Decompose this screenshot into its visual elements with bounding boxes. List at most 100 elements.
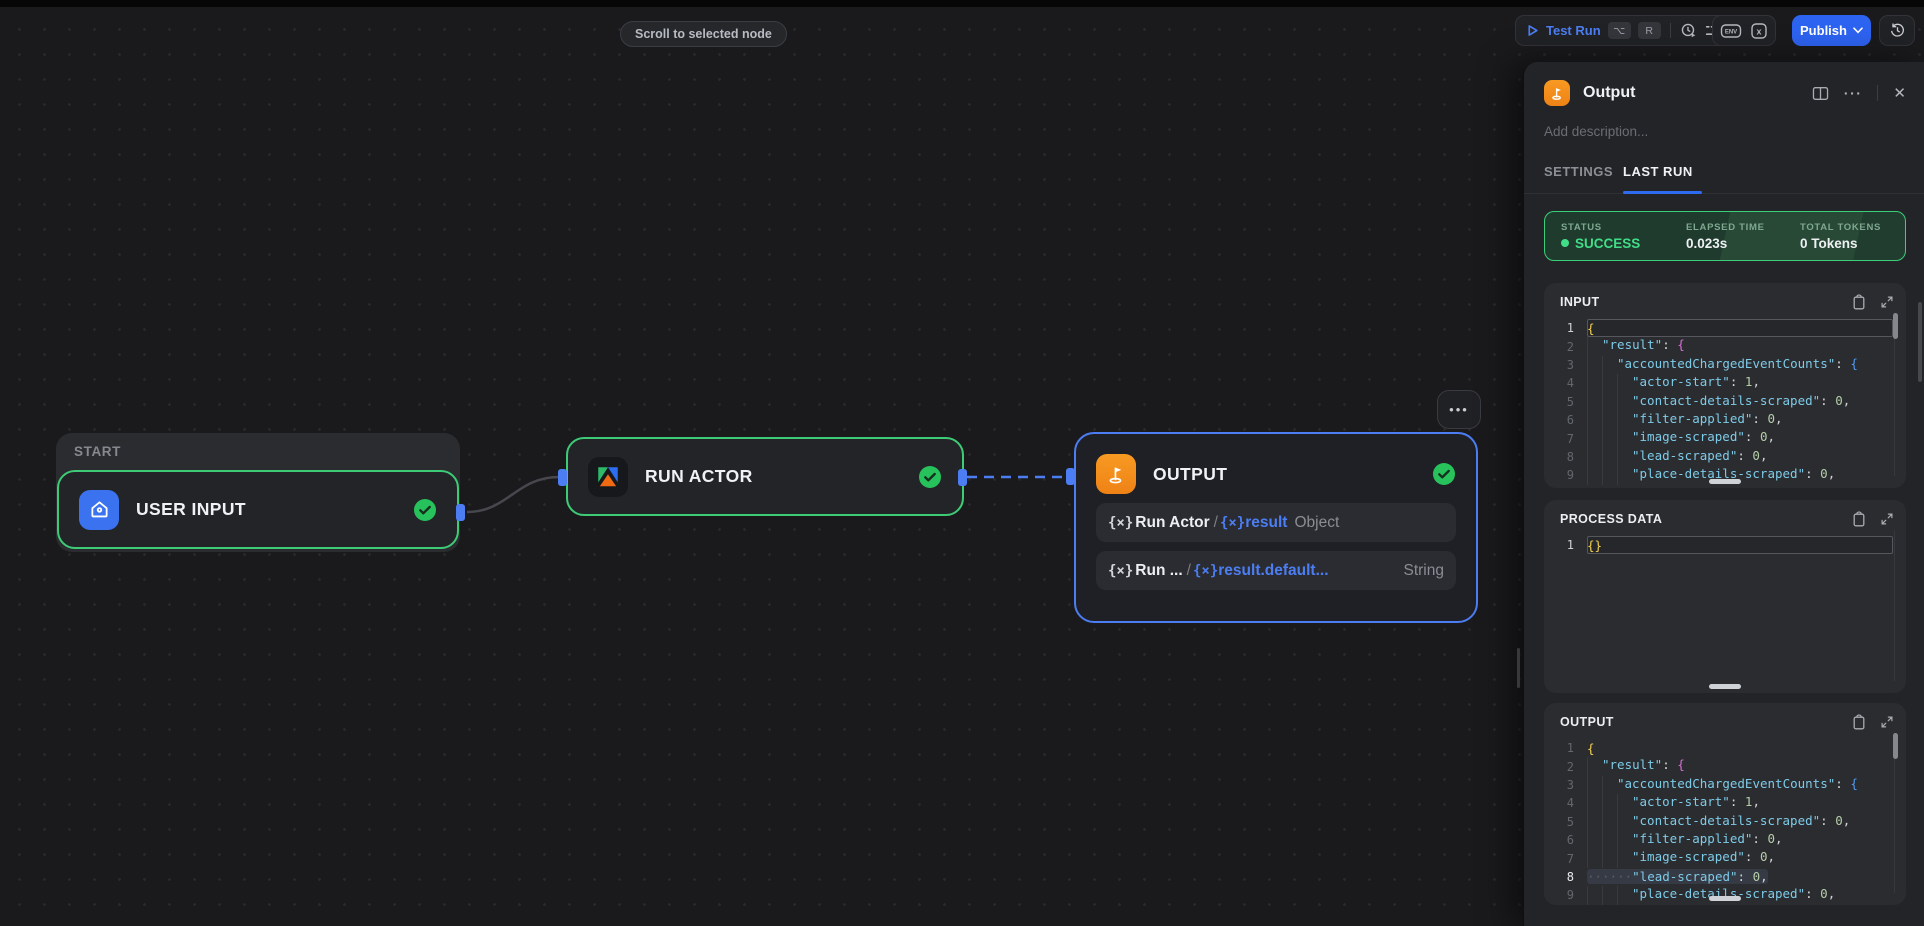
success-check-icon <box>414 498 436 521</box>
node-inspector-panel: Output ··· ✕ Add description... SETTINGS… <box>1523 62 1924 926</box>
edge-userinput-runactor[interactable] <box>466 475 560 514</box>
window-top-edge <box>0 0 1924 7</box>
node-title: RUN ACTOR <box>645 466 753 486</box>
code-line[interactable]: 2"result": { <box>1544 337 1906 355</box>
process-data-code-block: PROCESS DATA 1{} <box>1544 500 1906 693</box>
code-line[interactable]: 9"place-details-scraped": 0, <box>1544 466 1906 484</box>
code-line[interactable]: 8"lead-scraped": 0, <box>1544 448 1906 466</box>
input-handle-run-actor[interactable] <box>558 469 567 486</box>
code-line[interactable]: 4"actor-start": 1, <box>1544 794 1906 812</box>
code-line[interactable]: 7"image-scraped": 0, <box>1544 429 1906 447</box>
elapsed-time-label: ELAPSED TIME <box>1686 221 1765 233</box>
block-title: INPUT <box>1560 295 1600 309</box>
code-line[interactable]: 6"filter-applied": 0, <box>1544 411 1906 429</box>
output-handle-run-actor[interactable] <box>958 469 967 486</box>
canvas-scrollbar-thumb[interactable] <box>1517 648 1520 688</box>
code-line[interactable]: 4"actor-start": 1, <box>1544 374 1906 392</box>
node-user-input[interactable]: USER INPUT <box>57 470 459 549</box>
code-editor[interactable]: 1{} <box>1544 536 1906 555</box>
code-line[interactable]: 2"result": { <box>1544 757 1906 775</box>
status-label: STATUS <box>1561 221 1602 233</box>
tab-last-run[interactable]: LAST RUN <box>1623 164 1693 179</box>
node-menu-button[interactable]: ••• <box>1437 390 1481 429</box>
mapping-separator: / <box>1186 561 1191 579</box>
tab-settings[interactable]: SETTINGS <box>1544 164 1614 179</box>
output-mapping-row[interactable]: {×}Run .../{×}result.default...String <box>1096 551 1456 590</box>
variable-badge-icon: {×} <box>1108 562 1134 579</box>
code-line[interactable]: 1{} <box>1544 536 1906 555</box>
code-line[interactable]: 6"filter-applied": 0, <box>1544 831 1906 849</box>
header-divider <box>1877 85 1879 101</box>
env-vars-toolbar-group: ENV x <box>1712 15 1776 46</box>
history-icon <box>1890 23 1904 37</box>
toolbar-divider <box>1669 23 1671 38</box>
code-line[interactable]: 1{ <box>1544 319 1906 338</box>
output-handle-user-input[interactable] <box>456 504 465 521</box>
status-dot <box>1561 239 1569 247</box>
test-run-button[interactable]: Test Run <box>1546 23 1601 38</box>
code-line[interactable]: 9"place-details-scraped": 0, <box>1544 886 1906 904</box>
mapping-reference: result <box>1245 513 1288 531</box>
mapping-separator: / <box>1213 513 1218 531</box>
expand-icon[interactable] <box>1880 715 1894 729</box>
node-run-actor[interactable]: RUN ACTOR <box>566 437 964 516</box>
publish-button[interactable]: Publish <box>1792 15 1871 46</box>
test-run-toolbar-group: Test Run ⌥ R <box>1515 15 1732 46</box>
expand-icon[interactable] <box>1880 512 1894 526</box>
code-line[interactable]: 3"accountedChargedEventCounts": { <box>1544 356 1906 374</box>
mapping-source: Run ... <box>1135 561 1183 579</box>
code-line[interactable]: 7"image-scraped": 0, <box>1544 849 1906 867</box>
resize-handle[interactable] <box>1709 896 1741 901</box>
resize-handle[interactable] <box>1709 684 1741 689</box>
scrollbar-thumb[interactable] <box>1893 733 1898 759</box>
scheduled-run-icon[interactable] <box>1680 22 1697 39</box>
finish-flag-icon <box>1544 80 1570 106</box>
input-code-block: INPUT 1{2"result": {3"accountedChargedEv… <box>1544 283 1906 488</box>
close-icon[interactable]: ✕ <box>1893 85 1906 102</box>
status-value: SUCCESS <box>1561 236 1686 251</box>
scroll-to-selected-node-button[interactable]: Scroll to selected node <box>620 21 787 47</box>
docs-reader-icon[interactable] <box>1812 86 1829 101</box>
variables-icon[interactable]: x <box>1750 22 1768 40</box>
run-history-button[interactable] <box>1879 15 1915 46</box>
mapping-type: String <box>1403 561 1445 579</box>
total-tokens-value: 0 Tokens <box>1800 235 1858 251</box>
code-line[interactable]: 8······"lead-scraped": 0, <box>1566 869 1768 885</box>
panel-scrollbar-thumb[interactable] <box>1918 302 1922 382</box>
input-handle-output[interactable] <box>1066 468 1075 485</box>
code-line[interactable]: 5"contact-details-scraped": 0, <box>1544 393 1906 411</box>
code-line[interactable]: 1{ <box>1566 740 1595 756</box>
env-variables-icon[interactable]: ENV <box>1720 22 1742 40</box>
code-line[interactable]: 3"accountedChargedEventCounts": { <box>1544 776 1906 794</box>
code-editor[interactable]: 1{2"result": {3"accountedChargedEventCou… <box>1544 739 1906 905</box>
play-icon[interactable] <box>1526 24 1539 37</box>
expand-icon[interactable] <box>1880 295 1894 309</box>
code-line[interactable]: 5"contact-details-scraped": 0, <box>1544 813 1906 831</box>
mapping-reference: result.default... <box>1218 561 1329 579</box>
tabs-divider <box>1524 193 1924 194</box>
node-title: USER INPUT <box>136 499 246 519</box>
panel-title: Output <box>1583 84 1636 101</box>
active-tab-underline <box>1623 191 1702 194</box>
scrollbar-track <box>1894 313 1895 476</box>
success-check-icon <box>1433 463 1455 485</box>
resize-handle[interactable] <box>1709 479 1741 484</box>
success-check-icon <box>919 465 941 488</box>
more-options-icon[interactable]: ··· <box>1843 85 1863 101</box>
copy-icon[interactable] <box>1852 714 1866 730</box>
variable-badge-icon: {×} <box>1219 514 1246 531</box>
last-run-status-card: STATUS SUCCESS ELAPSED TIME 0.023s TOTAL… <box>1544 211 1906 261</box>
copy-icon[interactable] <box>1852 294 1866 310</box>
code-editor[interactable]: 1{2"result": {3"accountedChargedEventCou… <box>1544 319 1906 485</box>
mapping-source: Run Actor <box>1135 513 1210 531</box>
scrollbar-thumb[interactable] <box>1893 313 1898 339</box>
block-title: OUTPUT <box>1560 715 1614 729</box>
shortcut-option-key: ⌥ <box>1607 22 1631 39</box>
description-field[interactable]: Add description... <box>1544 124 1649 139</box>
copy-icon[interactable] <box>1852 511 1866 527</box>
shortcut-r-key: R <box>1637 22 1661 39</box>
